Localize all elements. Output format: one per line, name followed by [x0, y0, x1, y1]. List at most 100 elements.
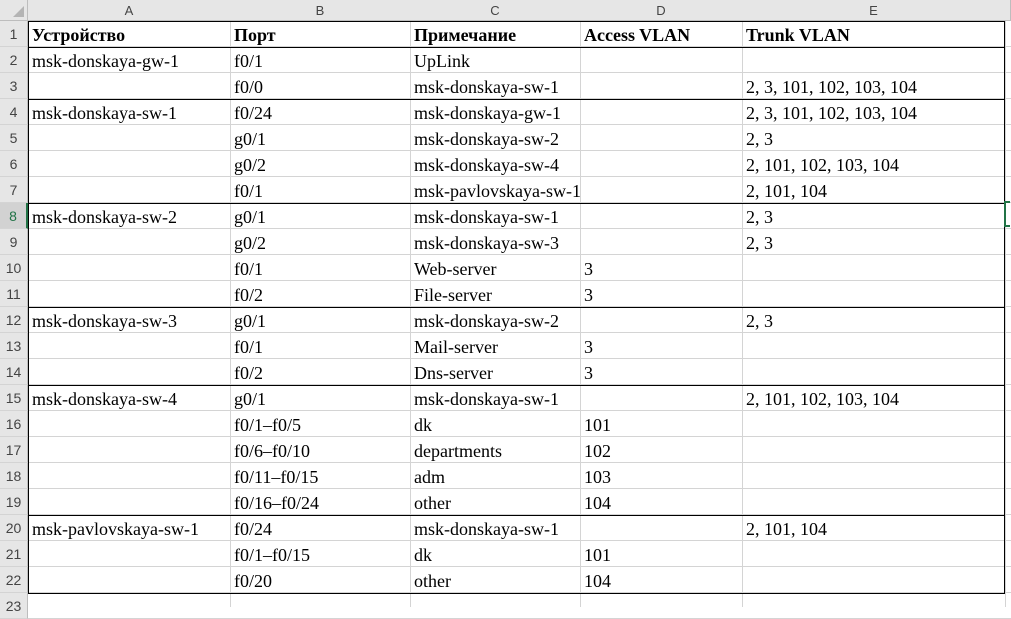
cell-c11[interactable]: File-server [414, 285, 492, 305]
cell-e7[interactable]: 2, 101, 104 [746, 181, 827, 201]
row-header[interactable]: 22 [0, 567, 28, 593]
cell-c17[interactable]: departments [414, 441, 502, 461]
cell-e12[interactable]: 2, 3 [746, 311, 773, 331]
cell-c5[interactable]: msk-donskaya-sw-2 [414, 129, 559, 149]
row-header[interactable]: 1 [0, 21, 28, 47]
cell-b20[interactable]: f0/24 [234, 519, 272, 539]
cell-b15[interactable]: g0/1 [234, 389, 267, 409]
row-header[interactable]: 18 [0, 463, 28, 489]
cell-e10[interactable] [742, 255, 1005, 281]
cell-a21[interactable] [28, 541, 230, 567]
cell-e16[interactable] [742, 411, 1005, 437]
cell-d9[interactable] [580, 229, 742, 255]
cell-e4[interactable]: 2, 3, 101, 102, 103, 104 [746, 103, 917, 123]
cell-b11[interactable]: f0/2 [234, 285, 263, 305]
cell-d5[interactable] [580, 125, 742, 151]
cell-c1[interactable]: Примечание [414, 25, 517, 45]
cell-d8[interactable] [580, 203, 742, 229]
cell-e15[interactable]: 2, 101, 102, 103, 104 [746, 389, 899, 409]
cell-b10[interactable]: f0/1 [234, 259, 263, 279]
cell-d11[interactable]: 3 [584, 285, 593, 305]
row-header[interactable]: 8 [0, 203, 28, 229]
row-header[interactable]: 20 [0, 515, 28, 541]
cell-d4[interactable] [580, 99, 742, 125]
cell-c4[interactable]: msk-donskaya-gw-1 [414, 103, 561, 123]
row-header[interactable]: 4 [0, 99, 28, 125]
cell-d16[interactable]: 101 [584, 415, 611, 435]
cell-d2[interactable] [580, 47, 742, 73]
cell-e5[interactable]: 2, 3 [746, 129, 773, 149]
cell-a3[interactable] [28, 73, 230, 99]
row-header[interactable]: 12 [0, 307, 28, 333]
row-header[interactable]: 11 [0, 281, 28, 307]
cell-d13[interactable]: 3 [584, 337, 593, 357]
cell-d22[interactable]: 104 [584, 571, 611, 591]
cell-b2[interactable]: f0/1 [234, 51, 263, 71]
cell-e17[interactable] [742, 437, 1005, 463]
cell-c15[interactable]: msk-donskaya-sw-1 [414, 389, 559, 409]
cell-c6[interactable]: msk-donskaya-sw-4 [414, 155, 559, 175]
column-header-b[interactable]: B [230, 0, 411, 21]
cell-c2[interactable]: UpLink [414, 51, 470, 71]
cell-c18[interactable]: adm [414, 467, 445, 487]
cell-d1[interactable]: Access VLAN [584, 25, 691, 45]
cell-b13[interactable]: f0/1 [234, 337, 263, 357]
cell-d14[interactable]: 3 [584, 363, 593, 383]
cell-a1[interactable]: Устройство [32, 25, 126, 45]
cell-a10[interactable] [28, 255, 230, 281]
row-header[interactable]: 17 [0, 437, 28, 463]
row-header[interactable]: 15 [0, 385, 28, 411]
row-header[interactable]: 2 [0, 47, 28, 73]
column-header-e[interactable]: E [742, 0, 1006, 21]
cell-e14[interactable] [742, 359, 1005, 385]
cell-e23[interactable] [742, 593, 1005, 619]
cell-c14[interactable]: Dns-server [414, 363, 493, 383]
cell-e19[interactable] [742, 489, 1005, 515]
cell-d15[interactable] [580, 385, 742, 411]
cell-e8[interactable]: 2, 3 [746, 207, 773, 227]
cell-c8[interactable]: msk-donskaya-sw-1 [414, 207, 559, 227]
cell-d7[interactable] [580, 177, 742, 203]
row-header[interactable]: 19 [0, 489, 28, 515]
cell-d10[interactable]: 3 [584, 259, 593, 279]
column-header-d[interactable]: D [580, 0, 743, 21]
cell-a4[interactable]: msk-donskaya-sw-1 [32, 103, 177, 123]
cell-b17[interactable]: f0/6–f0/10 [234, 441, 310, 461]
row-header[interactable]: 7 [0, 177, 28, 203]
column-header-c[interactable]: C [410, 0, 581, 21]
cell-e18[interactable] [742, 463, 1005, 489]
cell-b7[interactable]: f0/1 [234, 181, 263, 201]
cell-d17[interactable]: 102 [584, 441, 611, 461]
cell-a8[interactable]: msk-donskaya-sw-2 [32, 207, 177, 227]
cell-c21[interactable]: dk [414, 545, 432, 565]
row-header[interactable]: 9 [0, 229, 28, 255]
cell-b9[interactable]: g0/2 [234, 233, 267, 253]
cell-e22[interactable] [742, 567, 1005, 593]
cell-b22[interactable]: f0/20 [234, 571, 272, 591]
row-header[interactable]: 14 [0, 359, 28, 385]
cell-e3[interactable]: 2, 3, 101, 102, 103, 104 [746, 77, 917, 97]
cell-b12[interactable]: g0/1 [234, 311, 267, 331]
row-header[interactable]: 6 [0, 151, 28, 177]
row-header[interactable]: 3 [0, 73, 28, 99]
cell-b16[interactable]: f0/1–f0/5 [234, 415, 301, 435]
cell-a5[interactable] [28, 125, 230, 151]
cell-c19[interactable]: other [414, 493, 451, 513]
cell-b5[interactable]: g0/1 [234, 129, 267, 149]
cell-a14[interactable] [28, 359, 230, 385]
cell-a7[interactable] [28, 177, 230, 203]
cell-b3[interactable]: f0/0 [234, 77, 263, 97]
row-header[interactable]: 21 [0, 541, 28, 567]
cell-e11[interactable] [742, 281, 1005, 307]
cell-e6[interactable]: 2, 101, 102, 103, 104 [746, 155, 899, 175]
cell-a12[interactable]: msk-donskaya-sw-3 [32, 311, 177, 331]
row-header[interactable]: 16 [0, 411, 28, 437]
cell-a6[interactable] [28, 151, 230, 177]
cell-a18[interactable] [28, 463, 230, 489]
cell-c10[interactable]: Web-server [414, 259, 497, 279]
cell-a13[interactable] [28, 333, 230, 359]
cell-c22[interactable]: other [414, 571, 451, 591]
cell-c3[interactable]: msk-donskaya-sw-1 [414, 77, 559, 97]
cell-a19[interactable] [28, 489, 230, 515]
cell-c23[interactable] [410, 593, 580, 619]
